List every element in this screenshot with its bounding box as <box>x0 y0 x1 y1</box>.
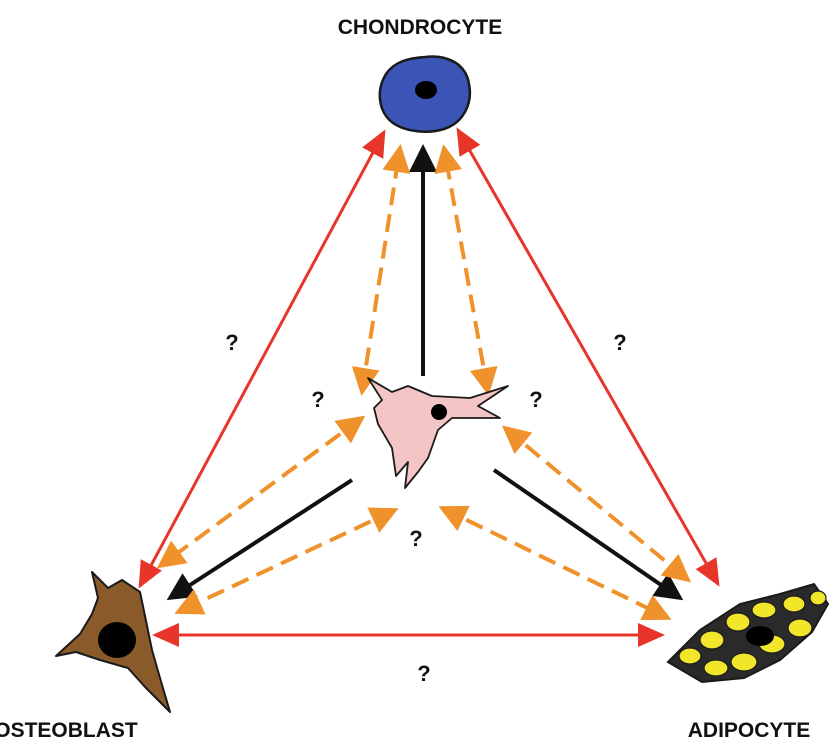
lipid-droplet <box>752 602 776 618</box>
label-osteoblast: OSTEOBLAST <box>0 719 138 742</box>
chondrocyte-cell <box>380 56 470 131</box>
adipocyte-nucleus <box>746 626 774 646</box>
adipocyte-cell <box>668 584 828 682</box>
mesenchymal-stem-cell <box>368 378 508 488</box>
label-adipocyte: ADIPOCYTE <box>688 719 811 742</box>
osteoblast-cell <box>56 572 170 712</box>
question-bottom-edge: ? <box>417 661 430 686</box>
lipid-droplet <box>700 631 724 649</box>
dashed-arrow-adipo-lower <box>442 508 668 618</box>
label-chondrocyte: CHONDROCYTE <box>338 16 503 39</box>
lipid-droplet <box>788 619 812 637</box>
lipid-droplet <box>810 591 826 605</box>
question-center-right: ? <box>529 387 542 412</box>
dashed-arrow-osteo-lower <box>178 510 395 612</box>
lipid-droplet <box>679 648 701 664</box>
lipid-droplet <box>783 596 805 612</box>
dashed-arrow-chondro-left <box>362 148 400 392</box>
question-right-edge: ? <box>613 330 626 355</box>
question-center-left: ? <box>311 387 324 412</box>
question-center-bottom: ? <box>409 526 422 551</box>
dashed-arrow-chondro-right <box>444 148 488 392</box>
lipid-droplet <box>726 613 750 631</box>
question-left-edge: ? <box>225 330 238 355</box>
lipid-droplet <box>704 660 728 676</box>
dashed-arrow-adipo-upper <box>505 428 688 580</box>
lipid-droplet <box>731 653 757 671</box>
mesenchymal-nucleus <box>431 404 447 420</box>
chondrocyte-nucleus <box>415 81 437 99</box>
osteoblast-nucleus <box>98 622 136 658</box>
arrow-msc-to-adipocyte <box>494 470 680 598</box>
arrow-osteoblast-chondrocyte <box>140 132 384 586</box>
arrow-chondrocyte-adipocyte <box>458 130 718 584</box>
